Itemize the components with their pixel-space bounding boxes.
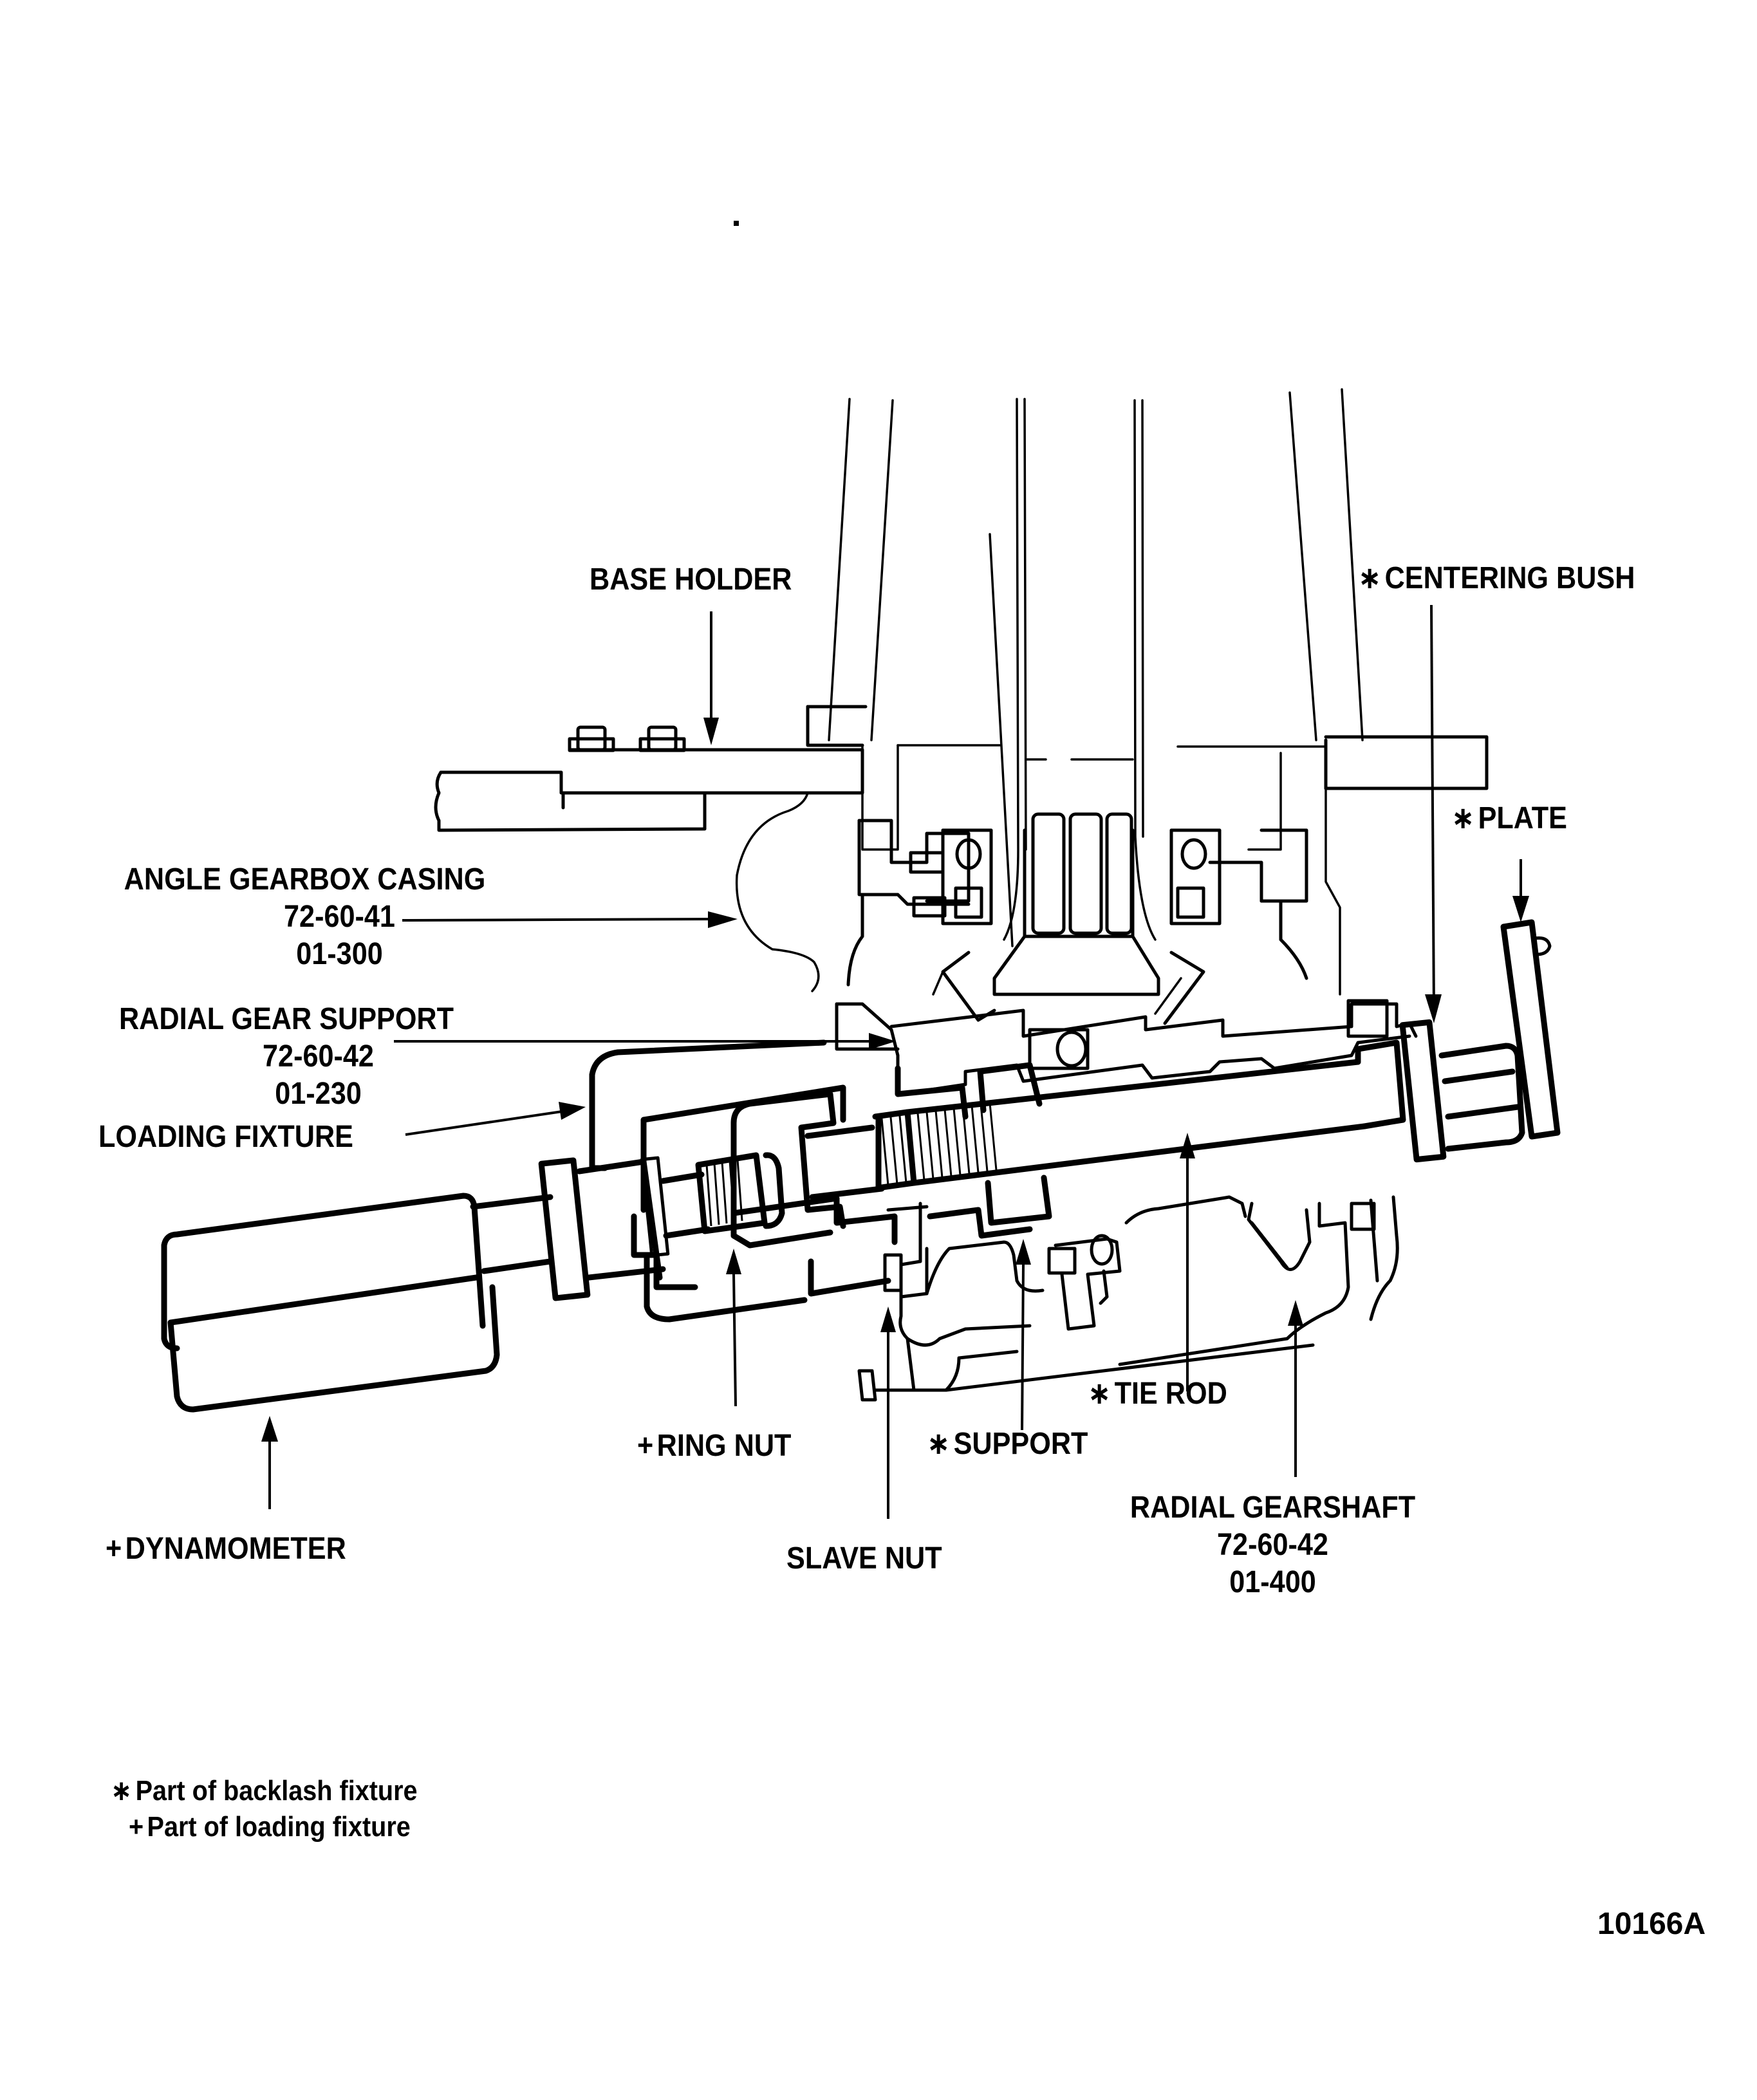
legend-text: Part of backlash fixture — [135, 1775, 418, 1807]
label-loading-fixture: LOADING FIXTURE — [98, 1119, 353, 1156]
angle-gearbox-casing-text: ANGLE GEARBOX CASING — [124, 862, 486, 897]
upper-bearings — [909, 828, 1222, 925]
label-angle-gearbox-casing: ANGLE GEARBOX CASING 72-60-41 01-300 — [111, 861, 499, 973]
stub-thread-hatching — [705, 1159, 743, 1227]
backlash-marker: ∗ — [927, 1427, 951, 1461]
loading-fixture — [161, 1039, 898, 1413]
figure-number: 10166A — [1597, 1907, 1706, 1941]
loading-fixture-text: LOADING FIXTURE — [98, 1120, 353, 1154]
loading-marker: + — [106, 1532, 122, 1566]
centering-bush-text: CENTERING BUSH — [1384, 561, 1635, 595]
label-ring-nut: +RING NUT — [637, 1427, 791, 1465]
radial-gearshaft-ref1: 72-60-42 — [1217, 1528, 1328, 1562]
plate-part — [1500, 919, 1561, 1140]
dynamometer-text: DYNAMOMETER — [125, 1532, 346, 1566]
lower-casing — [857, 1195, 1399, 1402]
label-base-holder: BASE HOLDER — [590, 561, 792, 599]
label-tie-rod: ∗TIE ROD — [1088, 1375, 1227, 1413]
label-centering-bush: ∗CENTERING BUSH — [1358, 560, 1635, 597]
backlash-marker: ∗ — [1088, 1377, 1111, 1411]
base-holder — [434, 705, 1489, 832]
tie-rod-thread-hatching — [880, 1102, 998, 1186]
support-text: SUPPORT — [953, 1427, 1088, 1461]
radial-gear-support-ref1: 72-60-42 — [263, 1039, 374, 1073]
label-slave-nut: SLAVE NUT — [786, 1540, 942, 1577]
angle-gearbox-casing — [735, 744, 1341, 996]
backlash-marker: ∗ — [1451, 801, 1475, 835]
label-radial-gear-support: RADIAL GEAR SUPPORT 72-60-42 01-230 — [107, 1001, 466, 1113]
ring-nut-text: RING NUT — [656, 1429, 792, 1463]
leader-lines — [261, 604, 1529, 1519]
print-speck — [734, 221, 739, 226]
label-plate: ∗PLATE — [1451, 800, 1567, 837]
slave-nut-text: SLAVE NUT — [786, 1541, 942, 1575]
radial-gear-support-housing — [835, 999, 1418, 1096]
label-radial-gearshaft: RADIAL GEARSHAFT 72-60-42 01-400 — [1125, 1489, 1420, 1601]
plate-text: PLATE — [1478, 801, 1567, 835]
tie-rod — [804, 1019, 1525, 1239]
label-dynamometer: +DYNAMOMETER — [106, 1530, 346, 1568]
radial-gearshaft-ref2: 01-400 — [1229, 1565, 1316, 1599]
tie-rod-text: TIE ROD — [1114, 1377, 1227, 1411]
backlash-marker: ∗ — [111, 1775, 133, 1807]
base-holder-text: BASE HOLDER — [590, 562, 792, 597]
angle-gearbox-casing-ref1: 72-60-41 — [284, 900, 395, 934]
radial-gearshaft-text: RADIAL GEARSHAFT — [1130, 1491, 1416, 1525]
backlash-marker: ∗ — [1358, 561, 1382, 595]
loading-marker: + — [637, 1429, 654, 1463]
label-support: ∗SUPPORT — [927, 1426, 1088, 1463]
legend-item-loading: +Part of loading fixture — [129, 1809, 411, 1845]
column-outline — [828, 388, 1364, 947]
legend-text: Part of loading fixture — [147, 1811, 411, 1843]
radial-gear-support-text: RADIAL GEAR SUPPORT — [118, 1002, 454, 1036]
central-hub — [932, 812, 1205, 1025]
angle-gearbox-casing-ref2: 01-300 — [296, 937, 383, 971]
loading-marker: + — [129, 1811, 144, 1843]
radial-gear-support-ref2: 01-230 — [275, 1077, 362, 1111]
legend-item-backlash: ∗Part of backlash fixture — [111, 1773, 418, 1809]
